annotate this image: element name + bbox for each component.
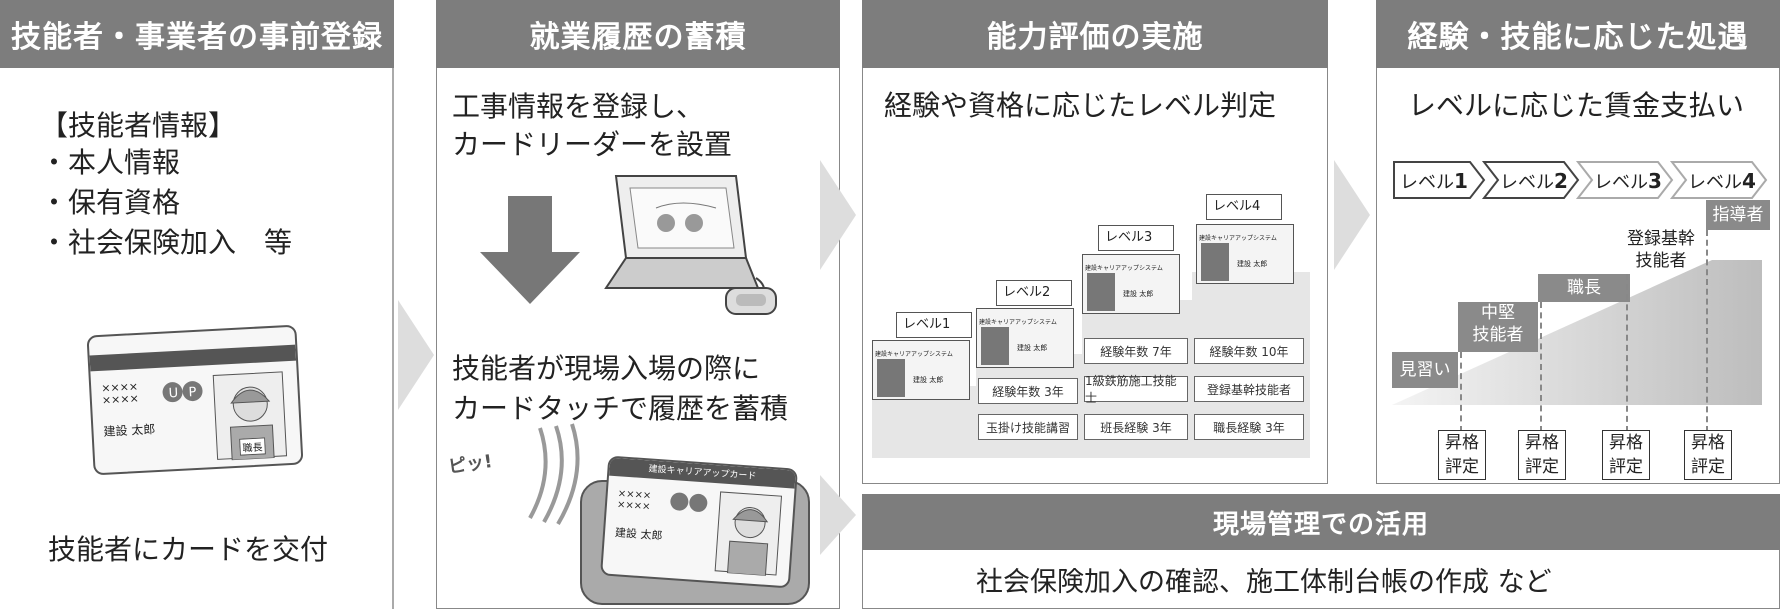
level-tag-4: レベル4 [1206, 194, 1282, 220]
req-l2-training: 玉掛け技能講習 [978, 414, 1078, 440]
req-l3-leader: 班長経験 3年 [1084, 414, 1188, 440]
level-tag-1: レベル1 [896, 312, 972, 338]
mini-card-name: 建設 太郎 [1123, 290, 1154, 298]
card-marks: ×××× ×××× [100, 379, 140, 407]
mini-card-name: 建設 太郎 [913, 376, 944, 384]
staircase [976, 354, 1082, 458]
touch-card-name: 建設 太郎 [614, 526, 663, 543]
info-item-insurance: ・社会保険加入 等 [40, 226, 293, 259]
promotion-eval-1: 昇格 評定 [1438, 430, 1486, 480]
level-label-1: レベル1 [1400, 168, 1468, 194]
person-silhouette-icon [1087, 273, 1115, 311]
req-l4-registered: 登録基幹技能者 [1194, 376, 1304, 402]
level-tag-2: レベル2 [996, 280, 1072, 306]
down-arrow-icon [480, 196, 580, 310]
flow-arrow-1 [398, 300, 434, 410]
foreman-badge: 職長 [239, 437, 266, 456]
step-foreman: 職長 [1538, 274, 1630, 302]
eval-line-4 [1706, 230, 1708, 432]
site-management-text: 社会保険加入の確認、施工体制台帳の作成 など [976, 567, 1552, 598]
level-label-4: レベル4 [1688, 168, 1756, 194]
level-label-2: レベル2 [1500, 168, 1568, 194]
header-site-management: 現場管理での活用 [862, 494, 1780, 550]
card-name: 建設 太郎 [103, 422, 156, 439]
level-tag-3: レベル3 [1098, 225, 1174, 251]
touch-card-logo-icon [668, 490, 710, 519]
touch-card-marks: ×××× ×××× [616, 488, 652, 513]
person-silhouette-icon [981, 327, 1009, 365]
touch-card-photo-icon [714, 491, 783, 577]
level-number: 2 [1554, 169, 1568, 193]
touch-card: 建設キャリアアップカード ×××× ×××× 建設 太郎 [600, 455, 798, 589]
info-item-personal: ・本人情報 [40, 146, 181, 179]
step-instructor: 指導者 [1706, 200, 1770, 230]
req-l3-experience: 経験年数 7年 [1084, 338, 1188, 364]
mini-card-system: 建設キャリアアップシステム [979, 319, 1057, 326]
promotion-eval-3: 昇格 評定 [1602, 430, 1650, 480]
growth-wedge [1392, 220, 1762, 424]
evaluation-subtitle: 経験や資格に応じたレベル判定 [884, 89, 1277, 122]
svg-text:U: U [168, 386, 178, 401]
req-l4-foreman: 職長経験 3年 [1194, 414, 1304, 440]
eval-line-1 [1460, 352, 1462, 432]
step-registered-skilled: 登録基幹 技能者 [1627, 229, 1695, 271]
flow-arrow-4 [1334, 160, 1370, 270]
worker-photo-icon: 職長 [212, 371, 288, 461]
treatment-subtitle: レベルに応じた賃金支払い [1408, 89, 1745, 122]
mini-card-system: 建設キャリアアップシステム [1199, 235, 1277, 242]
level-word: レベル [1688, 172, 1742, 193]
step-apprentice: 見習い [1392, 352, 1458, 388]
level-number: 4 [1742, 169, 1756, 193]
header-treatment: 経験・技能に応じた処遇 [1376, 0, 1780, 68]
level-word: レベル [1500, 172, 1554, 193]
mini-card-level4: 建設キャリアアップシステム建設 太郎 [1196, 224, 1294, 284]
register-text-line1: 工事情報を登録し、 [452, 90, 705, 123]
eval-line-2 [1540, 302, 1542, 432]
touch-text-line1: 技能者が現場入場の際に [452, 352, 761, 385]
level-word: レベル [1594, 172, 1648, 193]
level-number: 3 [1648, 169, 1662, 193]
mini-card-name: 建設 太郎 [1237, 260, 1268, 268]
mini-card-level3: 建設キャリアアップシステム建設 太郎 [1082, 254, 1180, 314]
signal-waves-icon [510, 418, 590, 532]
card-stripe [89, 344, 297, 372]
register-text-line2: カードリーダーを設置 [452, 128, 733, 161]
level-label-3: レベル3 [1594, 168, 1662, 194]
header-pre-registration: 技能者・事業者の事前登録 [0, 0, 394, 68]
mini-card-level2: 建設キャリアアップシステム建設 太郎 [976, 308, 1074, 368]
level-chevron-row [1392, 160, 1772, 204]
info-item-qualification: ・保有資格 [40, 186, 181, 219]
req-l3-certification: 1級鉄筋施工技能士 [1084, 374, 1188, 405]
mini-card-level1: 建設キャリアアップシステム建設 太郎 [872, 340, 970, 400]
level-word: レベル [1400, 172, 1454, 193]
person-silhouette-icon [877, 359, 905, 397]
step-mid-level: 中堅 技能者 [1458, 302, 1538, 352]
header-work-history: 就業履歴の蓄積 [436, 0, 840, 68]
touch-text-line2: カードタッチで履歴を蓄積 [452, 392, 789, 425]
header-evaluation: 能力評価の実施 [862, 0, 1328, 68]
laptop-card-reader-icon [586, 168, 786, 322]
info-title: 【技能者情報】 [40, 109, 237, 142]
person-silhouette-icon [1201, 243, 1229, 281]
flow-arrow-3 [820, 475, 856, 555]
flow-arrow-2 [820, 160, 856, 270]
level-number: 1 [1454, 169, 1468, 193]
req-l4-experience: 経験年数 10年 [1194, 338, 1304, 364]
promotion-eval-2: 昇格 評定 [1518, 430, 1566, 480]
eval-line-3 [1626, 274, 1628, 432]
mini-card-system: 建設キャリアアップシステム [875, 351, 953, 358]
promotion-eval-4: 昇格 評定 [1684, 430, 1732, 480]
card-issue-caption: 技能者にカードを交付 [48, 533, 329, 566]
column-1-border [392, 68, 394, 609]
mini-card-name: 建設 太郎 [1017, 344, 1048, 352]
svg-text:P: P [188, 385, 197, 400]
mini-card-system: 建設キャリアアップシステム [1085, 265, 1163, 272]
req-l2-experience: 経験年数 3年 [978, 378, 1078, 404]
